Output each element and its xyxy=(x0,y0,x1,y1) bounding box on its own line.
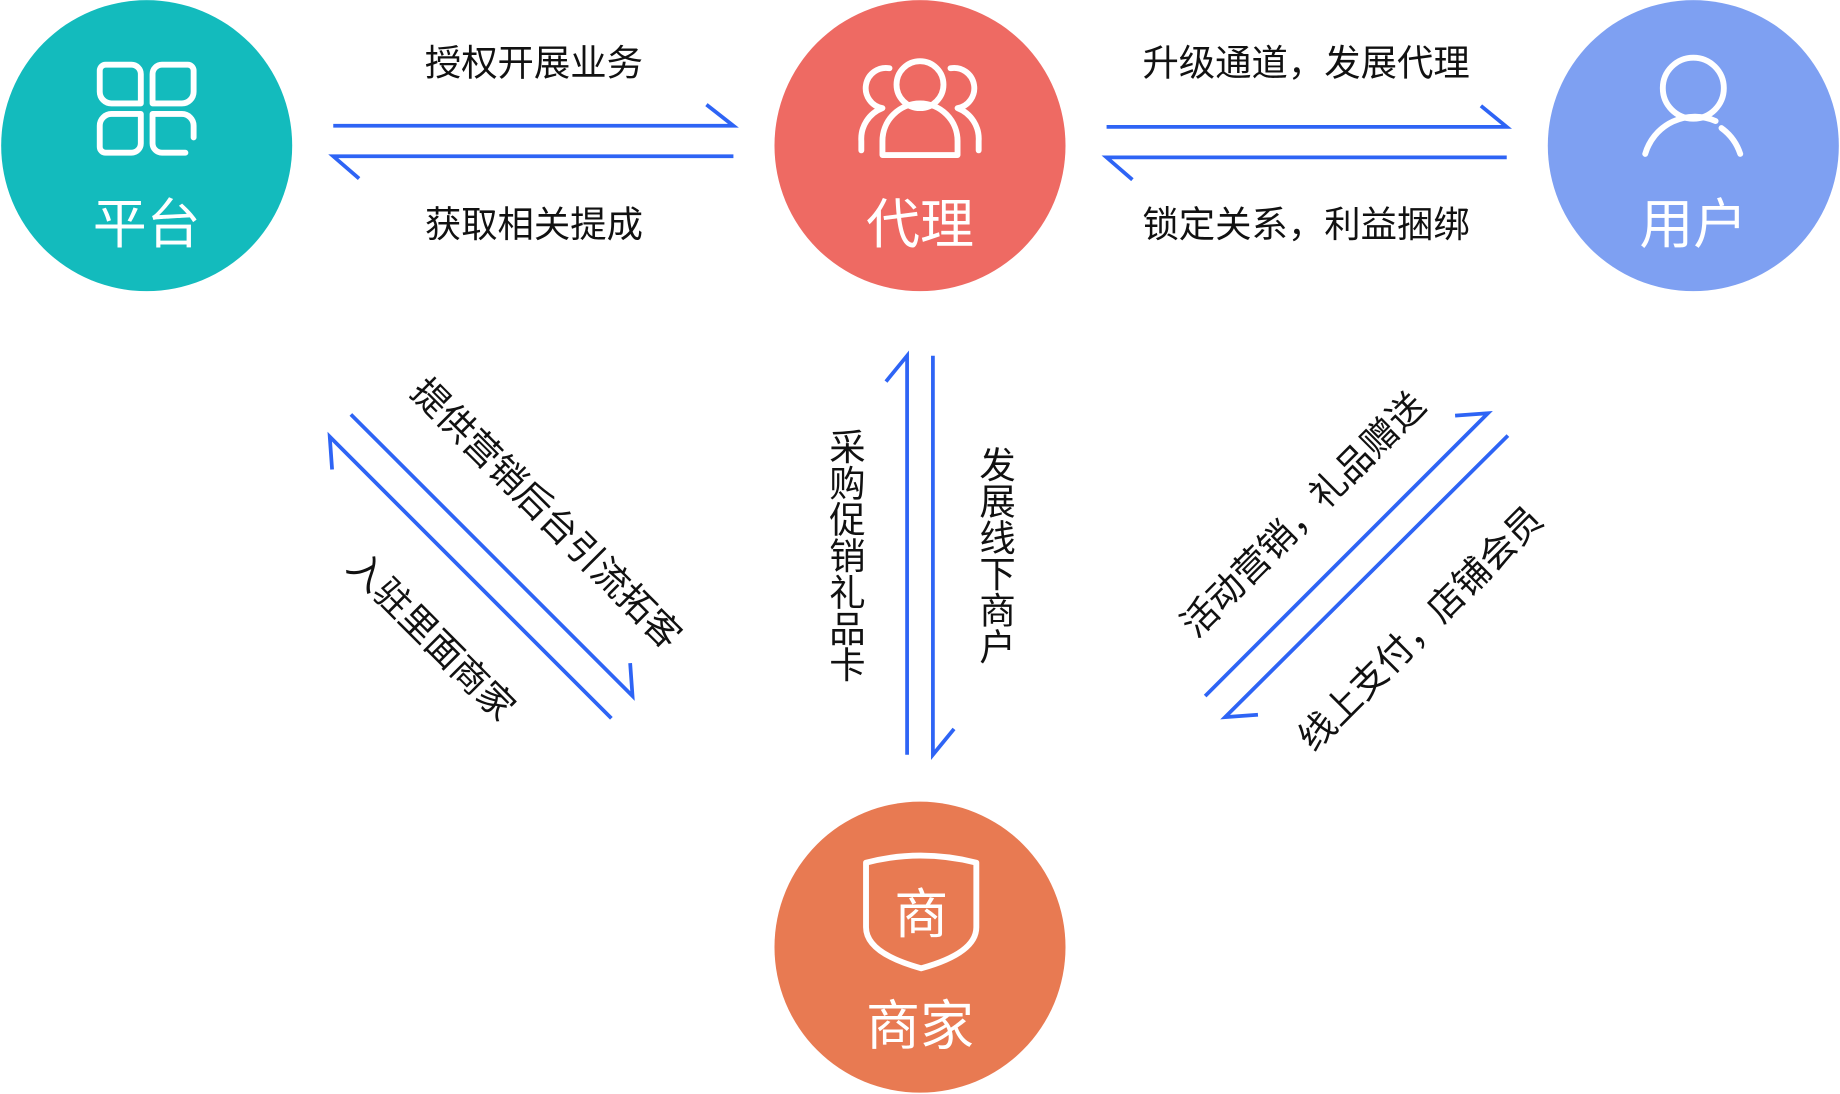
edge-label: 线上支付，店铺会员 xyxy=(1290,498,1552,760)
badge-text: 商 xyxy=(894,883,948,946)
edge-label: 获取相关提成 xyxy=(425,203,643,246)
node-platform: 平台 xyxy=(1,0,293,292)
node-label: 平台 xyxy=(93,193,201,256)
node-user: 用户 xyxy=(1547,0,1839,292)
edge-label: 活动营销，礼品赠送 xyxy=(1172,384,1434,646)
edge-label: 升级通道，发展代理 xyxy=(1142,41,1469,84)
node-label: 用户 xyxy=(1639,193,1747,256)
node-label: 商家 xyxy=(866,995,974,1058)
arrow-platform-merchant xyxy=(327,413,635,720)
arrow-platform-agent xyxy=(328,103,739,180)
edge-label: 提供营销后台引流拓客 xyxy=(403,370,691,658)
edge-label: 发展线下商户 xyxy=(974,446,1017,664)
arrow-agent-user xyxy=(1101,104,1512,182)
grid-icon xyxy=(96,61,197,156)
group-icon xyxy=(858,58,982,158)
edge-label: 入驻里面商家 xyxy=(339,544,524,729)
node-agent: 代理 xyxy=(774,0,1066,292)
shop-badge-icon: 商 xyxy=(863,852,980,972)
edge-label: 采购促销礼品卡 xyxy=(823,428,866,683)
edge-label: 锁定关系，利益捆绑 xyxy=(1142,203,1469,246)
edge-label: 授权开展业务 xyxy=(425,41,643,84)
user-icon xyxy=(1642,54,1744,157)
node-label: 代理 xyxy=(866,193,974,256)
arrow-merchant-user xyxy=(1203,410,1510,720)
arrow-agent-merchant xyxy=(884,350,956,760)
node-merchant: 商 商家 xyxy=(774,801,1066,1093)
